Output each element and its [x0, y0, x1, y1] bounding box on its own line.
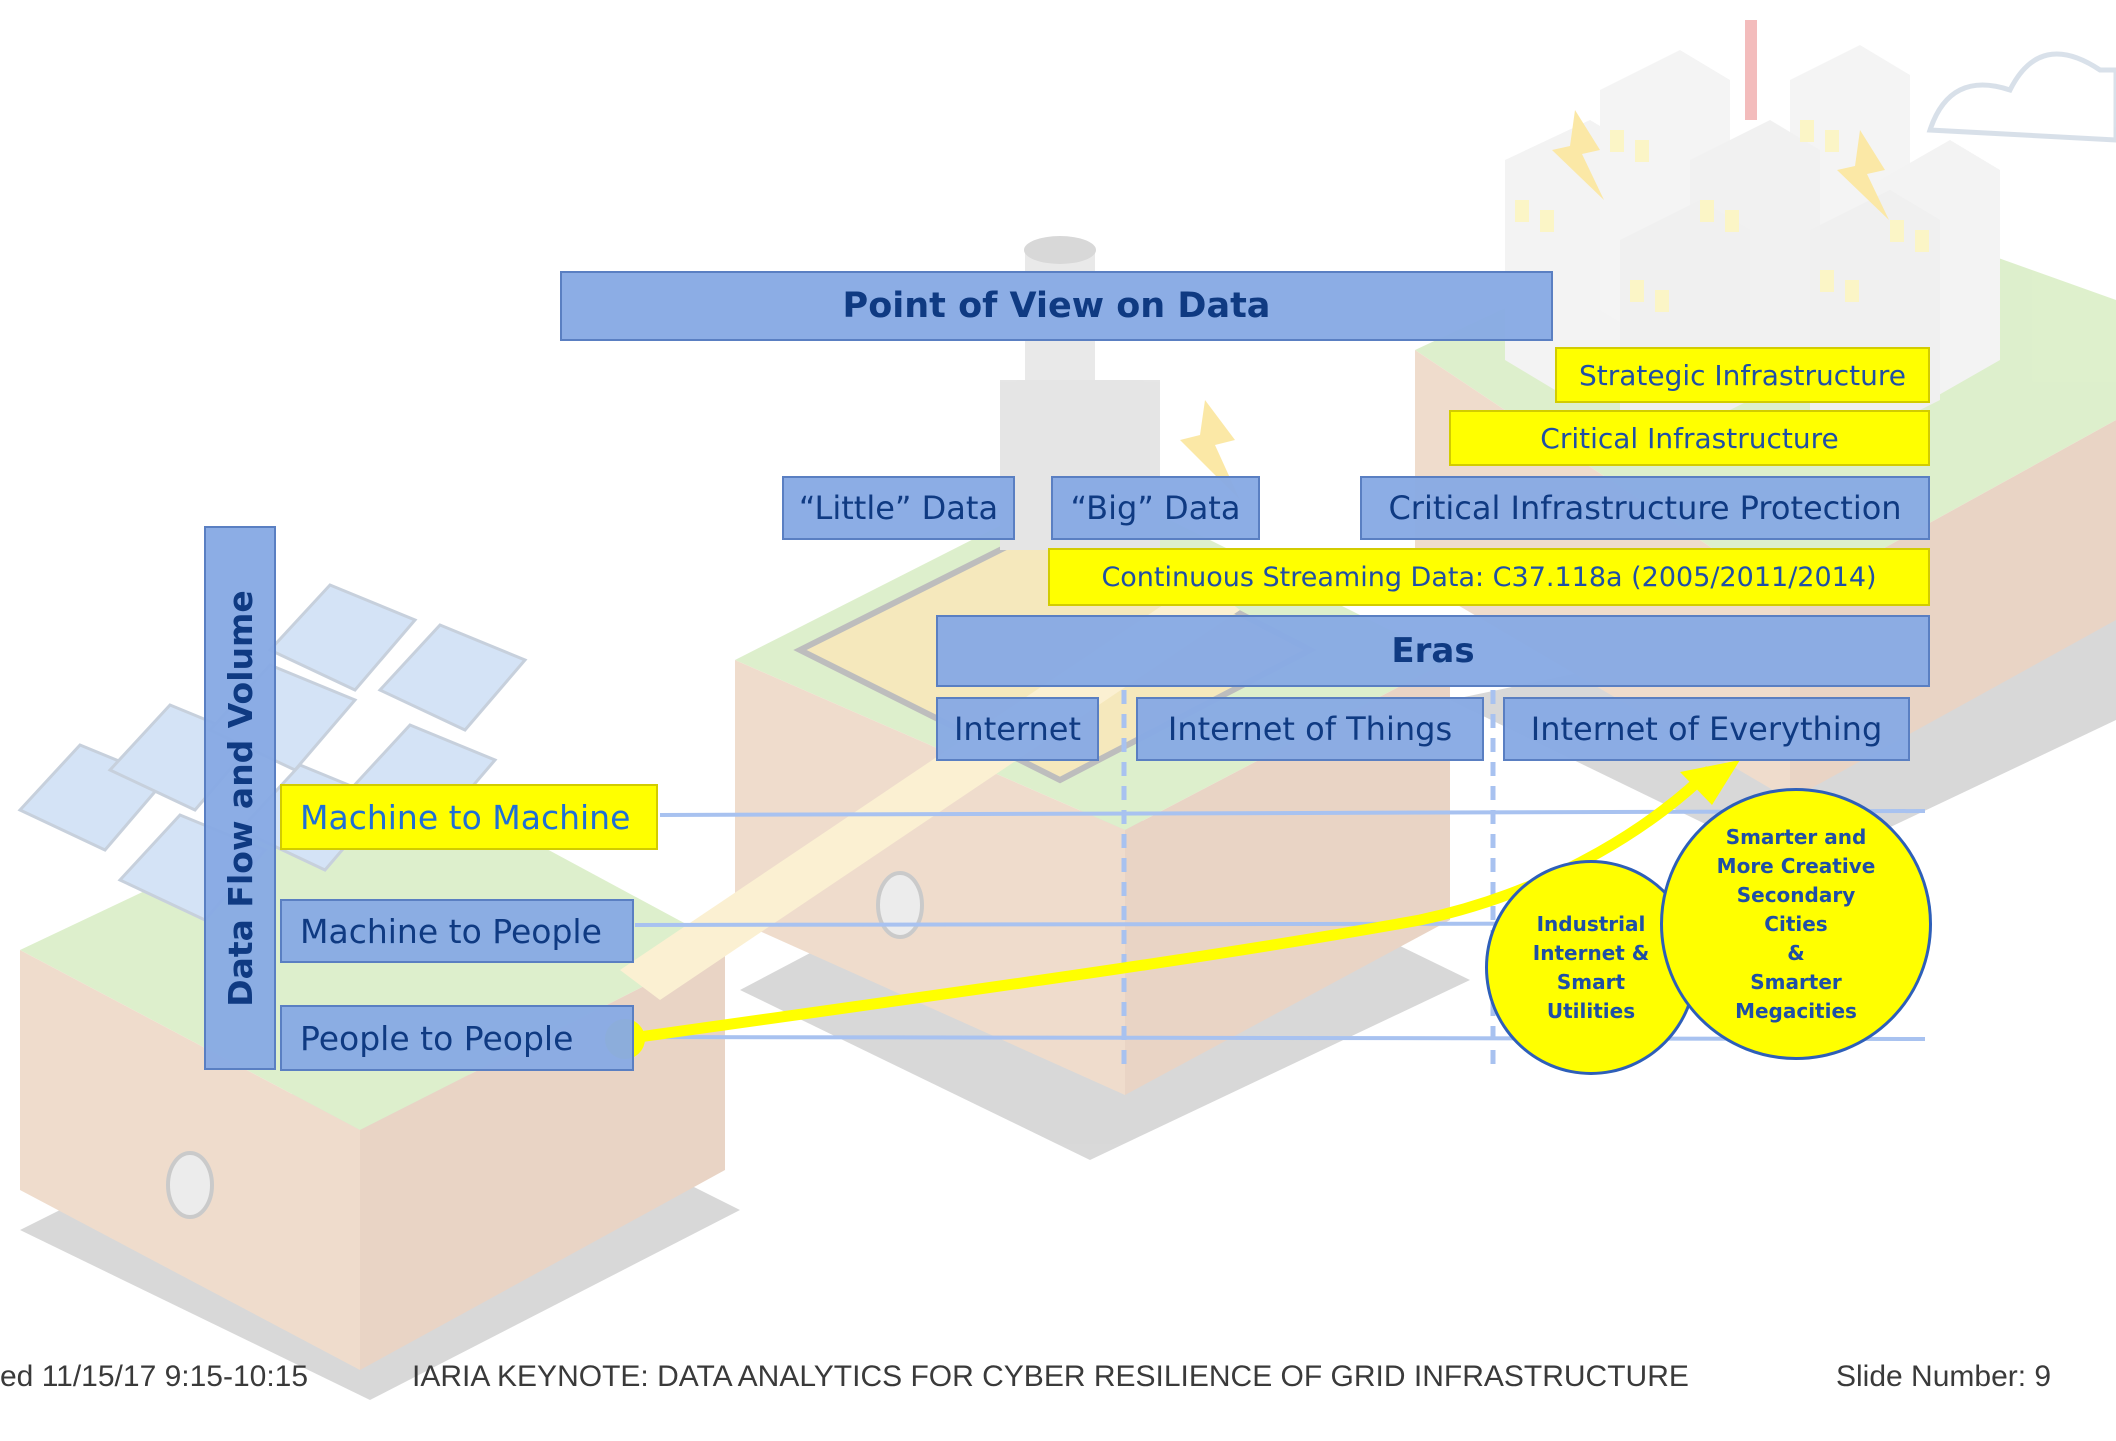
diagram-title: Point of View on Data: [842, 286, 1271, 326]
little-data-box: “Little” Data: [782, 476, 1015, 540]
era-internet-box: Internet: [936, 697, 1099, 761]
big-data-label: “Big” Data: [1070, 489, 1241, 527]
people-to-people-box: People to People: [280, 1005, 634, 1071]
title-box: Point of View on Data: [560, 271, 1553, 341]
big-data-box: “Big” Data: [1051, 476, 1260, 540]
little-data-label: “Little” Data: [798, 489, 999, 527]
era-iot-box: Internet of Things: [1136, 697, 1484, 761]
footer-title: IARIA KEYNOTE: DATA ANALYTICS FOR CYBER …: [412, 1360, 1689, 1393]
streaming-data-label: Continuous Streaming Data: C37.118a (200…: [1101, 561, 1877, 593]
slide-number: Slide Number: 9: [1836, 1360, 2052, 1393]
era-internet-label: Internet: [953, 710, 1082, 748]
machine-to-machine-box: Machine to Machine: [280, 784, 658, 850]
people-to-people-label: People to People: [300, 1018, 574, 1058]
smokestack: [1745, 20, 1757, 120]
industrial-internet-circle: Industrial Internet & Smart Utilities: [1485, 860, 1697, 1075]
plant-tower-cap: [1024, 236, 1096, 264]
footer-date: ed 11/15/17 9:15-10:15: [0, 1360, 309, 1393]
infrastructure-protection-label: Critical Infrastructure Protection: [1388, 489, 1902, 527]
machine-to-people-box: Machine to People: [280, 899, 634, 963]
machine-to-people-label: Machine to People: [300, 911, 602, 951]
pipe-opening-left: [166, 1151, 214, 1219]
pipe-opening-middle: [876, 871, 924, 939]
ground-shadow-left: [20, 1040, 740, 1400]
era-ioe-label: Internet of Everything: [1530, 710, 1883, 748]
era-ioe-box: Internet of Everything: [1503, 697, 1910, 761]
eras-box: Eras: [936, 615, 1930, 687]
data-flow-volume-box: Data Flow and Volume: [204, 526, 276, 1070]
critical-infrastructure-label: Critical Infrastructure: [1540, 421, 1839, 455]
smarter-cities-label: Smarter and More Creative Secondary Citi…: [1716, 824, 1876, 1023]
ground-shadow-middle: [740, 800, 1470, 1160]
building-windows: [1515, 120, 1929, 312]
era-iot-label: Internet of Things: [1167, 710, 1453, 748]
strategic-infrastructure-label: Strategic Infrastructure: [1578, 358, 1907, 392]
strategic-infrastructure-box: Strategic Infrastructure: [1555, 347, 1930, 403]
lightning-icon-city-2: [1837, 130, 1889, 220]
land-block-front-middle: [1125, 660, 1450, 1095]
lightning-icon-plant: [1180, 400, 1240, 500]
critical-infrastructure-box: Critical Infrastructure: [1449, 410, 1930, 466]
lightning-icon-city-1: [1552, 110, 1604, 200]
industrial-internet-label: Industrial Internet & Smart Utilities: [1532, 911, 1650, 1023]
cloud-icon: [1926, 51, 2116, 143]
smarter-cities-circle: Smarter and More Creative Secondary Citi…: [1660, 788, 1932, 1060]
data-flow-volume-label: Data Flow and Volume: [220, 589, 260, 1007]
eras-label: Eras: [1391, 631, 1475, 671]
machine-to-machine-label: Machine to Machine: [300, 797, 631, 837]
land-block-side-left: [20, 950, 360, 1370]
streaming-data-box: Continuous Streaming Data: C37.118a (200…: [1048, 548, 1930, 606]
infrastructure-protection-box: Critical Infrastructure Protection: [1360, 476, 1930, 540]
